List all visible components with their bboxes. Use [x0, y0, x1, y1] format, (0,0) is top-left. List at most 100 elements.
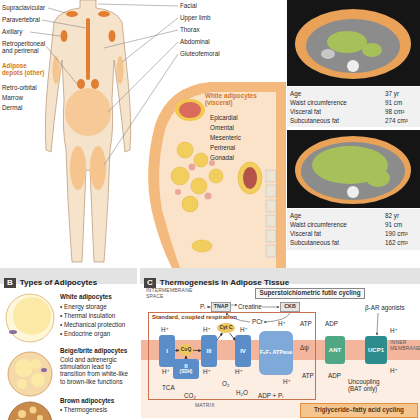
cell-description: • Mechanical protection — [60, 321, 125, 328]
molecule-label: ADP + Pᵢ — [258, 392, 283, 399]
ct-scan — [287, 0, 420, 86]
body-figure — [65, 88, 111, 136]
depot-label: Upper limb — [180, 14, 210, 21]
enzyme-box: TNAP — [211, 302, 231, 312]
molecule-label: H⁺ — [162, 368, 170, 375]
cell-description: • Energy storage — [60, 303, 107, 310]
cell-description: Brown adipocytes — [60, 397, 114, 404]
cell-description: • Thermal insulation — [60, 312, 115, 319]
brown-fat-depot — [91, 79, 99, 89]
cell-description: Beige/brite adipocytes — [60, 347, 127, 354]
transporter-box: ANT — [325, 336, 345, 364]
depot-label: Retro-orbital — [2, 84, 37, 91]
ct-scan — [295, 9, 411, 79]
node-title: IV — [240, 348, 246, 354]
complex-box: III — [201, 335, 217, 367]
body-figure — [70, 146, 86, 190]
node-title: UCP1 — [368, 347, 384, 353]
intestine — [175, 160, 215, 200]
ct-scan — [295, 136, 411, 204]
brown-fat-depot — [66, 11, 78, 17]
electron-flow-arrow — [175, 350, 179, 351]
body-figure — [53, 56, 60, 84]
transporter-box: UCP1 — [365, 336, 387, 364]
depot-label: Supraclavicular — [2, 4, 45, 11]
electron-flow-arrow — [193, 350, 201, 351]
table-cell: Waist circumference — [290, 99, 347, 106]
node-title: Cyt C — [219, 325, 232, 330]
leader-line — [104, 30, 178, 48]
intestine — [205, 193, 212, 200]
brown-fat-depot — [98, 11, 110, 17]
table-cell: 91 cm — [385, 99, 402, 106]
molecule-label: H⁺ — [283, 378, 291, 385]
intestine — [189, 164, 196, 171]
torso-section — [148, 82, 286, 268]
molecule-label: H⁺ — [203, 326, 211, 333]
molecule-label: Uncoupling (BAT only) — [348, 378, 392, 392]
electron-flow-arrow — [186, 356, 187, 359]
visceral-fat — [177, 142, 193, 158]
group-heading: White adipocytes (visceral) — [205, 92, 267, 106]
molecule-label: β-AR agonists — [365, 304, 405, 311]
table-cell: Visceral fat — [290, 108, 321, 115]
ct-scan — [366, 169, 390, 187]
molecule-label: H⁺ — [390, 367, 398, 374]
torso-section — [159, 92, 276, 268]
molecule-label: ADP — [325, 320, 338, 327]
spine — [266, 245, 276, 257]
table-cell: Waist circumference — [290, 221, 347, 228]
spine — [266, 230, 276, 242]
molecule-label: H⁺ — [161, 326, 169, 333]
node-title: CoQ — [181, 347, 192, 352]
region-label: INNER MEMBRANE — [390, 340, 418, 352]
leader-line — [48, 8, 66, 13]
node-title: TNAP — [214, 304, 228, 310]
leader-line — [42, 20, 86, 28]
node-title: CKB — [284, 304, 295, 310]
molecule-label: H⁺ — [390, 327, 398, 334]
table-cell: 190 cm² — [385, 230, 408, 237]
region-label: INTERMEMBRANE SPACE — [146, 288, 198, 300]
table-cell: 274 cm² — [385, 117, 408, 124]
body-figure — [45, 0, 130, 262]
electron-flow-arrow — [217, 333, 222, 340]
enzyme-box: CKB — [280, 302, 300, 312]
ct-scan — [287, 87, 420, 127]
electron-flow-arrow — [230, 333, 235, 340]
leader-line — [46, 46, 77, 84]
visceral-fat — [182, 196, 198, 212]
ct-scan — [287, 0, 420, 250]
node-title: I — [166, 348, 168, 354]
torso-section — [148, 82, 286, 268]
intestine — [175, 189, 181, 195]
process-box: Superstoichiometric futile cycling — [255, 288, 365, 299]
spine — [266, 185, 276, 197]
region-label: MATRIX — [195, 403, 215, 409]
brown-fat-depot — [61, 11, 116, 89]
ct-scan — [306, 19, 400, 73]
body-figure — [45, 0, 130, 262]
node-title: Superstoichiometric futile cycling — [259, 290, 360, 297]
spine — [266, 215, 276, 227]
depot-label: Perirenal — [210, 144, 235, 151]
brown-fat-depot — [61, 30, 68, 42]
body-figure — [117, 56, 124, 84]
molecule-label: H⁺ — [235, 368, 243, 375]
table-cell: 82 yr — [385, 212, 399, 219]
torso-section — [175, 99, 205, 121]
carrier-circle: CoQ — [179, 344, 193, 356]
brown-fat-depot — [109, 30, 116, 42]
molecule-label: H⁺ — [240, 326, 248, 333]
visceral-fat — [171, 167, 189, 185]
molecule-label: Pᵢ — [200, 303, 205, 310]
depot-label: Epicardial — [210, 114, 238, 121]
molecule-label: CO₂ — [184, 392, 196, 399]
leader-line — [122, 18, 178, 62]
node-title: F₀F₁ ATPase — [260, 350, 293, 356]
depot-label: Gonadal — [210, 154, 234, 161]
node-title: B — [4, 278, 16, 288]
depot-label: Mesenteric — [210, 134, 241, 141]
